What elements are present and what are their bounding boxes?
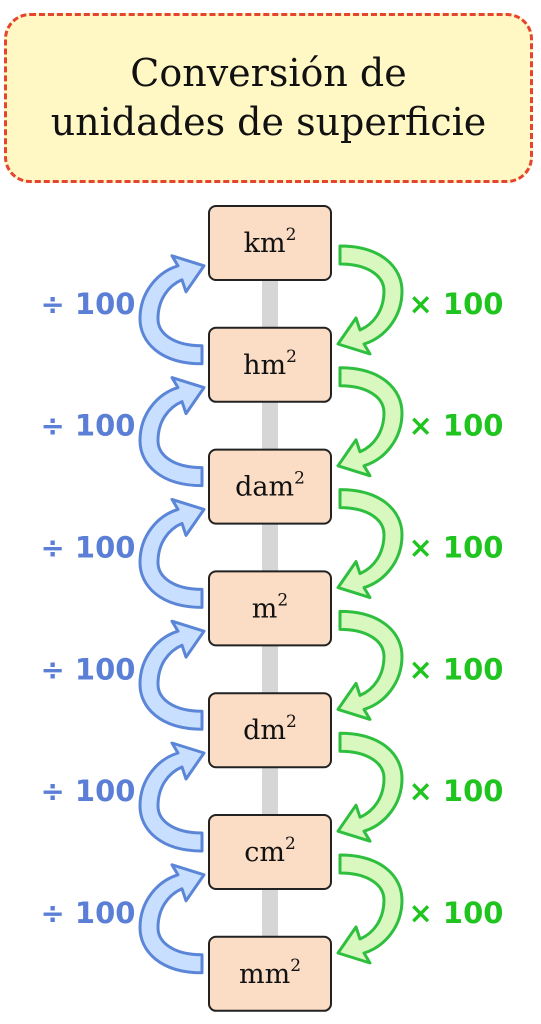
multiply-label-1: × 100 — [409, 287, 504, 321]
multiply-label-5: × 100 — [409, 774, 504, 808]
up-arrow-3 — [138, 497, 206, 609]
multiply-label-4: × 100 — [409, 652, 504, 686]
divide-label-5: ÷ 100 — [41, 774, 136, 808]
title-box: Conversión de unidades de superficie — [4, 13, 533, 183]
unit-box-cm — [208, 814, 332, 890]
up-arrow-5 — [138, 741, 206, 853]
unit-box-mm — [208, 935, 332, 1012]
unit-box-m — [208, 570, 332, 647]
title-line-2: unidades de superficie — [50, 100, 487, 144]
divide-label-1: ÷ 100 — [41, 287, 136, 321]
down-arrow-3 — [336, 488, 404, 600]
divide-label-4: ÷ 100 — [41, 652, 136, 686]
down-arrow-6 — [336, 853, 404, 965]
up-arrow-1 — [138, 254, 206, 366]
unit-box-hm — [208, 326, 332, 403]
up-arrow-2 — [138, 376, 206, 488]
multiply-label-2: × 100 — [409, 409, 504, 443]
title-line-1: Conversión de — [130, 50, 407, 95]
unit-box-dm — [208, 692, 332, 769]
unit-exponent-cm: 2 — [285, 834, 296, 854]
multiply-label-3: × 100 — [409, 531, 504, 565]
unit-exponent-km: 2 — [286, 225, 297, 245]
divide-label-6: ÷ 100 — [41, 896, 136, 930]
multiply-label-6: × 100 — [409, 896, 504, 930]
unit-exponent-dm: 2 — [286, 712, 297, 732]
up-arrow-6 — [138, 863, 206, 975]
unit-box-km — [208, 205, 332, 281]
up-arrow-4 — [138, 619, 206, 731]
down-arrow-2 — [336, 366, 404, 478]
down-arrow-4 — [336, 609, 404, 721]
unit-exponent-mm: 2 — [290, 956, 301, 976]
unit-label-dam: dam2 — [235, 469, 305, 503]
unit-exponent-dam: 2 — [294, 469, 305, 489]
unit-exponent-hm: 2 — [286, 347, 297, 367]
down-arrow-1 — [336, 244, 404, 356]
unit-exponent-m: 2 — [277, 590, 288, 610]
divide-label-2: ÷ 100 — [41, 409, 136, 443]
divide-label-3: ÷ 100 — [41, 531, 136, 565]
unit-box-dam — [208, 448, 332, 525]
down-arrow-5 — [336, 731, 404, 843]
